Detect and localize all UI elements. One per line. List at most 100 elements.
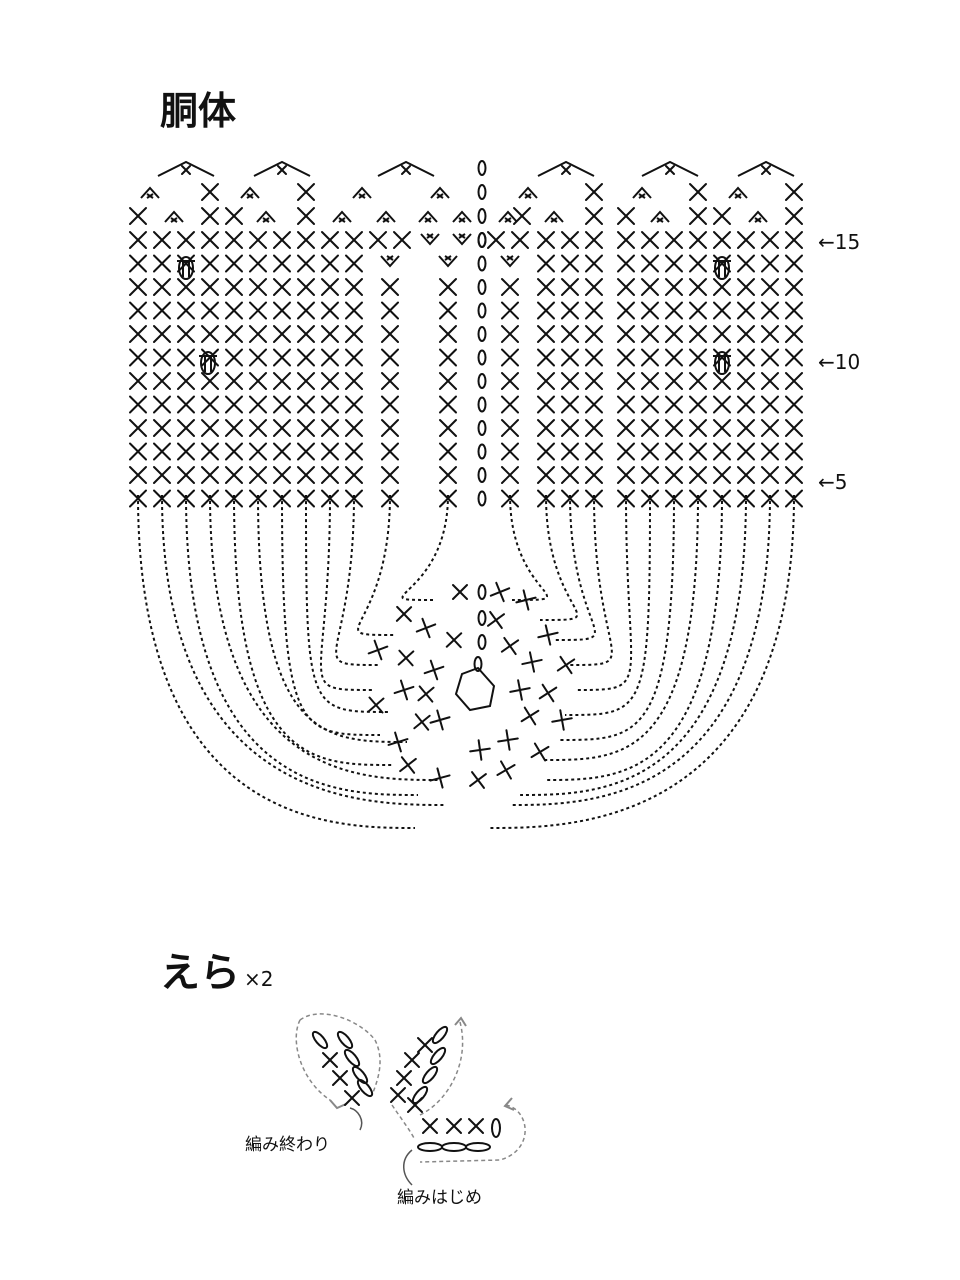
single-crochet-symbol: [381, 278, 399, 296]
chain-stitch-symbol: [477, 326, 487, 342]
gill-guide-outline: [419, 1021, 464, 1116]
single-crochet-symbol: [297, 372, 315, 390]
single-crochet-symbol: [561, 348, 579, 367]
single-crochet-symbol: [561, 395, 579, 414]
single-crochet-symbol: [381, 489, 399, 508]
round-connector-arcs: [137, 494, 795, 829]
single-crochet-symbol: [345, 395, 363, 414]
single-crochet-symbol: [439, 466, 457, 484]
single-crochet-symbol: [561, 165, 571, 175]
single-crochet-symbol: [761, 419, 779, 437]
single-crochet-symbol: [153, 395, 171, 414]
single-crochet-symbol: [297, 325, 315, 343]
single-crochet-symbol: [225, 254, 243, 273]
single-crochet-symbol: [785, 254, 803, 273]
single-crochet-symbol: [181, 165, 191, 175]
single-crochet-symbol: [177, 489, 195, 508]
chain-stitch-symbol: [477, 490, 487, 507]
single-crochet-symbol: [321, 372, 339, 390]
single-crochet-symbol: [369, 231, 387, 249]
single-crochet-symbol: [177, 419, 195, 437]
single-crochet-symbol: [665, 348, 683, 367]
body-base-round-stitches: [367, 581, 576, 789]
single-crochet-symbol: [153, 254, 171, 273]
single-crochet-symbol: [617, 442, 635, 461]
single-crochet-symbol: [225, 325, 243, 343]
single-crochet-symbol: [273, 466, 291, 484]
single-crochet-symbol: [177, 442, 195, 461]
single-crochet-symbol: [537, 325, 555, 343]
single-crochet-symbol: [345, 372, 363, 390]
single-crochet-symbol: [689, 348, 707, 367]
single-crochet-symbol: [225, 278, 243, 296]
single-crochet-symbol: [129, 419, 147, 437]
single-crochet-symbol: [321, 395, 339, 414]
single-crochet-symbol: [665, 231, 683, 249]
single-crochet-symbol: [617, 466, 635, 484]
dotted-guide-arc: [567, 494, 613, 666]
single-crochet-symbol: [761, 489, 779, 508]
single-crochet-symbol: [737, 395, 755, 414]
single-crochet-symbol: [321, 325, 339, 343]
single-crochet-symbol: [785, 395, 803, 414]
start-note-leader: [403, 1149, 413, 1186]
single-crochet-symbol: [641, 395, 659, 414]
body-top-shaping: [129, 160, 803, 248]
single-crochet-symbol: [422, 1118, 438, 1134]
single-crochet-symbol: [177, 254, 195, 273]
decrease-symbol: [332, 210, 352, 223]
single-crochet-symbol: [129, 395, 147, 414]
increase-symbol: [380, 255, 400, 268]
single-crochet-symbol: [429, 709, 451, 731]
single-crochet-symbol: [367, 639, 389, 661]
single-crochet-symbol: [689, 301, 707, 320]
chain-stitch-symbol: [417, 1142, 443, 1152]
single-crochet-symbol: [537, 489, 555, 508]
single-crochet-symbol: [297, 442, 315, 461]
single-crochet-symbol: [561, 419, 579, 437]
dotted-guide-arc: [335, 494, 381, 666]
single-crochet-symbol: [501, 395, 519, 414]
dotted-guide-arc: [559, 494, 675, 741]
single-crochet-symbol: [439, 419, 457, 437]
decrease-symbol: [498, 210, 518, 223]
single-crochet-symbol: [332, 1070, 348, 1086]
single-crochet-symbol: [761, 395, 779, 414]
single-crochet-symbol: [617, 419, 635, 437]
single-crochet-symbol: [737, 254, 755, 273]
decrease-chevron: [377, 160, 435, 177]
popcorn-stitch-symbol: [177, 256, 195, 280]
chain-stitch-symbol: [477, 467, 487, 483]
single-crochet-symbol: [689, 325, 707, 343]
single-crochet-symbol: [297, 395, 315, 414]
single-crochet-symbol: [689, 419, 707, 437]
single-crochet-symbol: [129, 301, 147, 320]
chain-stitch-symbol: [431, 1025, 449, 1045]
dotted-guide-arc: [137, 494, 416, 829]
single-crochet-symbol: [761, 301, 779, 320]
single-crochet-symbol: [537, 278, 555, 296]
single-crochet-symbol: [297, 183, 315, 201]
single-crochet-symbol: [439, 489, 457, 508]
popcorn-stitch-symbol: [713, 256, 731, 280]
single-crochet-symbol: [225, 372, 243, 390]
single-crochet-symbol: [617, 348, 635, 367]
single-crochet-symbol: [249, 254, 267, 273]
single-crochet-symbol: [761, 254, 779, 273]
single-crochet-symbol: [249, 395, 267, 414]
dotted-guide-arc: [161, 494, 446, 806]
single-crochet-symbol: [273, 301, 291, 320]
dotted-guide-arc: [489, 494, 795, 829]
single-crochet-symbol: [689, 489, 707, 508]
single-crochet-symbol: [225, 442, 243, 461]
single-crochet-symbol: [439, 301, 457, 320]
single-crochet-symbol: [785, 325, 803, 343]
single-crochet-symbol: [439, 325, 457, 343]
single-crochet-symbol: [321, 348, 339, 367]
dotted-guide-arc: [554, 494, 596, 641]
single-crochet-symbol: [713, 466, 731, 484]
single-crochet-symbol: [501, 301, 519, 320]
single-crochet-symbol: [469, 739, 491, 761]
single-crochet-symbol: [737, 372, 755, 390]
single-crochet-symbol: [225, 348, 243, 367]
